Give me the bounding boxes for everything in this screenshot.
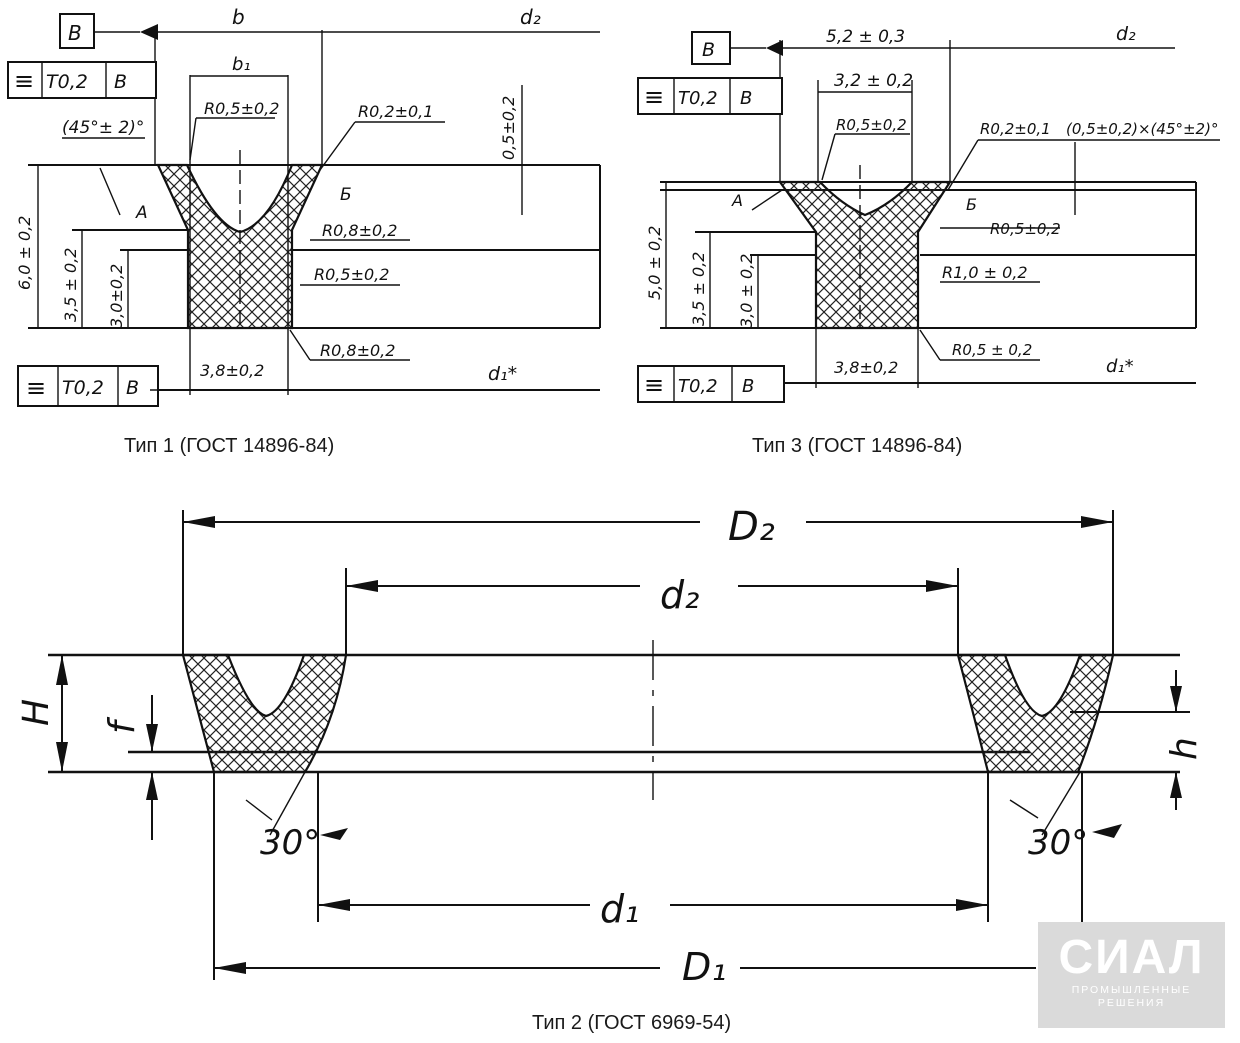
type3-dim-width-base: 3,8±0,2 (834, 358, 898, 377)
svg-text:В: В (742, 376, 754, 397)
type1-dim-top-offset: 0,5±0,2 (499, 96, 518, 160)
logo-subtitle-line1: ПРОМЫШЛЕННЫЕ (1071, 984, 1192, 996)
type3-point-a: А (731, 191, 743, 210)
type3-datum-label: В (702, 39, 715, 61)
type3-datum-box (691, 31, 731, 65)
type1-dim-d2: d₂ (520, 5, 541, 29)
type3-point-b: Б (966, 195, 977, 214)
svg-text:Т0,2: Т0,2 (46, 71, 88, 93)
type2-drawing: D₂ d₂ d₁ H f h 30° 30° (16, 504, 1205, 980)
type1-seal-section (156, 163, 324, 330)
type1-datum-label: В (68, 21, 82, 45)
type1-dim-b1: b₁ (232, 54, 251, 75)
type2-dim-H: H (16, 699, 57, 726)
type1-dim-d1: d₁* (488, 363, 517, 385)
type3-dim-height-mid: 3,5 ± 0,2 (689, 252, 708, 326)
logo-subtitle-line2: РЕШЕНИЯ (1097, 997, 1166, 1009)
svg-text:≡: ≡ (644, 83, 664, 111)
type3-dim-r-right-1: R0,5±0,2 (990, 220, 1061, 238)
type3-dim-top-width: 5,2 ± 0,3 (826, 27, 905, 47)
type2-dim-d2: d₂ (660, 573, 699, 617)
type2-caption: Тип 2 (ГОСТ 6969-54) (532, 1012, 732, 1034)
type3-dim-height-base: 3,0 ± 0,2 (737, 254, 756, 328)
type2-dim-h: h (1164, 737, 1205, 760)
svg-text:≡: ≡ (14, 67, 34, 95)
type3-dim-r-right-top: R0,2±0,1 (980, 120, 1051, 138)
type1-tolerance-top: ≡ Т0,2 В (7, 61, 157, 99)
type2-dim-D2: D₂ (728, 504, 775, 550)
type2-seal-right (956, 653, 1115, 774)
type2-dim-D1: D₁ (682, 945, 727, 989)
type1-point-a: А (135, 203, 148, 223)
type1-drawing: В ≡ Т0,2 В ≡ Т0,2 В b d₂ b₁ (45°± 2)° R0… (7, 5, 601, 407)
type3-dim-d1: d₁* (1106, 356, 1134, 377)
type1-datum-box (59, 13, 95, 49)
type3-seal-section (777, 180, 953, 330)
type3-dim-height-total: 5,0 ± 0,2 (645, 226, 664, 300)
type2-angle-right: 30° (1028, 823, 1088, 863)
svg-text:В: В (126, 377, 139, 399)
type3-dim-r-bottom: R0,5 ± 0,2 (952, 341, 1032, 359)
logo-brand: СИАЛ (1058, 931, 1205, 984)
type2-angle-left: 30° (260, 823, 320, 863)
svg-text:≡: ≡ (644, 371, 664, 399)
type3-caption: Тип 3 (ГОСТ 14896-84) (752, 435, 963, 457)
type1-dim-width-base: 3,8±0,2 (200, 361, 264, 380)
type1-dim-height-total: 6,0 ± 0,2 (15, 216, 34, 290)
svg-text:Т0,2: Т0,2 (678, 88, 718, 109)
type3-dim-r-left: R0,5±0,2 (836, 116, 907, 134)
svg-text:Т0,2: Т0,2 (62, 377, 104, 399)
type1-point-b: Б (340, 185, 352, 205)
type3-tolerance-bottom: ≡ Т0,2 В (637, 365, 785, 403)
type1-dim-height-base: 3,0±0,2 (107, 264, 126, 328)
type2-seal-left (181, 653, 348, 774)
svg-text:В: В (740, 88, 752, 109)
type3-tolerance-top: ≡ Т0,2 В (637, 77, 783, 115)
type2-dim-d1: d₁ (600, 887, 639, 931)
type1-dim-r-left: R0,5±0,2 (204, 99, 279, 118)
type1-dim-r-right-2: R0,5±0,2 (314, 265, 389, 284)
type1-dim-height-mid: 3,5 ± 0,2 (61, 248, 80, 322)
svg-text:Т0,2: Т0,2 (678, 376, 718, 397)
type1-dim-r-bottom: R0,8±0,2 (320, 341, 395, 360)
type1-dim-angle: (45°± 2)° (62, 118, 144, 138)
type2-D1-row: D₁ (213, 920, 1036, 989)
type1-dim-b: b (232, 5, 245, 29)
svg-text:≡: ≡ (26, 374, 46, 402)
type1-dim-r-right-top: R0,2±0,1 (358, 102, 433, 121)
type3-drawing: В ≡ Т0,2 В ≡ Т0,2 В 5,2 ± 0,3 d₂ 3,2 ± 0… (637, 23, 1220, 403)
type1-caption: Тип 1 (ГОСТ 14896-84) (124, 435, 335, 457)
type3-dim-chamfer: (0,5±0,2)×(45°±2)° (1066, 120, 1218, 138)
type1-dim-r-right-1: R0,8±0,2 (322, 221, 397, 240)
type3-dim-r-right-2: R1,0 ± 0,2 (942, 263, 1028, 282)
svg-text:В: В (114, 71, 127, 93)
type3-dim-d2: d₂ (1116, 23, 1136, 45)
type3-dim-mid-width: 3,2 ± 0,2 (834, 71, 913, 91)
type2-dim-f: f (102, 716, 143, 734)
type1-tolerance-bottom: ≡ Т0,2 В (17, 365, 159, 407)
siai-logo: СИАЛ ПРОМЫШЛЕННЫЕ РЕШЕНИЯ (1038, 922, 1225, 1028)
